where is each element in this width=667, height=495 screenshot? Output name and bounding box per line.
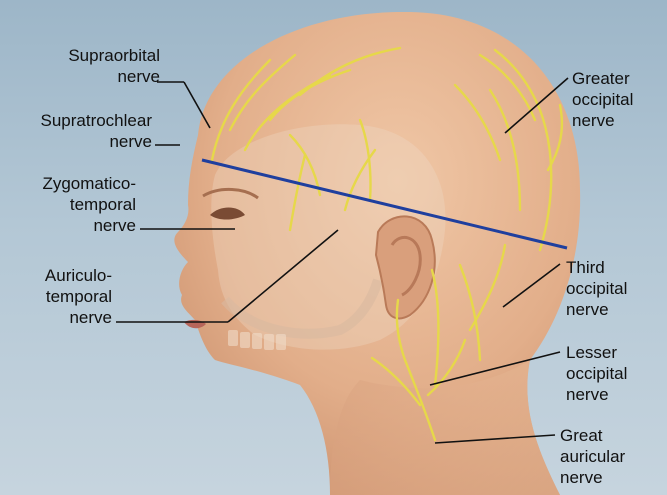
label-line: Lesser: [566, 342, 664, 363]
label-line: nerve: [24, 66, 160, 87]
label-line: temporal: [10, 194, 136, 215]
label-line: Third: [566, 257, 664, 278]
label-supraorbital-nerve: Supraorbital nerve: [24, 45, 160, 87]
label-line: Auriculo-: [10, 265, 112, 286]
label-line: temporal: [10, 286, 112, 307]
label-line: Great: [560, 425, 664, 446]
label-zygomaticotemporal-nerve: Zygomatico- temporal nerve: [10, 173, 136, 236]
label-supratrochlear-nerve: Supratrochlear nerve: [6, 110, 152, 152]
label-line: Zygomatico-: [10, 173, 136, 194]
label-line: nerve: [560, 467, 664, 488]
label-line: occipital: [572, 89, 664, 110]
label-line: nerve: [10, 307, 112, 328]
label-line: auricular: [560, 446, 664, 467]
label-auriculotemporal-nerve: Auriculo- temporal nerve: [10, 265, 112, 328]
label-line: Supratrochlear: [6, 110, 152, 131]
label-line: nerve: [6, 131, 152, 152]
label-lesser-occipital-nerve: Lesser occipital nerve: [566, 342, 664, 405]
label-greater-occipital-nerve: Greater occipital nerve: [572, 68, 664, 131]
label-line: nerve: [10, 215, 136, 236]
label-line: nerve: [566, 384, 664, 405]
label-line: Supraorbital: [24, 45, 160, 66]
label-great-auricular-nerve: Great auricular nerve: [560, 425, 664, 488]
label-line: occipital: [566, 363, 664, 384]
label-line: nerve: [572, 110, 664, 131]
label-third-occipital-nerve: Third occipital nerve: [566, 257, 664, 320]
label-line: nerve: [566, 299, 664, 320]
label-line: occipital: [566, 278, 664, 299]
label-line: Greater: [572, 68, 664, 89]
